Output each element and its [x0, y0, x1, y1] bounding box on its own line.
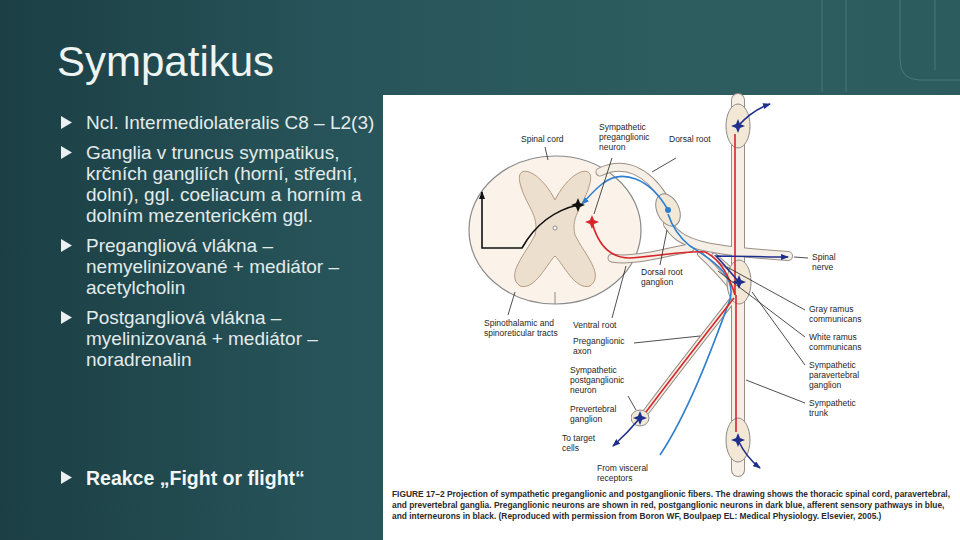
preganglionic-fiber [592, 222, 735, 295]
decor-lines [822, 0, 960, 92]
leader-line [634, 336, 700, 343]
splanchnic-nerve [646, 298, 734, 412]
gray-matter [515, 171, 596, 286]
figure-label: Sympathetic preganglionic neuron [598, 122, 664, 152]
dorsal-root-ganglion [651, 190, 685, 230]
bullet-text: Ganglia v truncus sympatikus, krčních ga… [86, 142, 362, 226]
bullet-item: Ncl. Intermediolateralis C8 – L2(3) [86, 112, 378, 133]
leader-line [718, 271, 805, 337]
interneuron [571, 198, 585, 212]
decor-line [822, 0, 823, 92]
slide-title: Sympatikus [57, 38, 274, 86]
interneuron-fiber [482, 192, 578, 248]
leader-line [612, 266, 626, 318]
bullet-item: Reakce „Fight or flight“ [86, 467, 378, 489]
bullet-marker [61, 239, 72, 252]
dorsal-root [600, 167, 664, 198]
bullet-item: Pregangliová vlákna – nemyelinizované + … [86, 235, 378, 298]
bullet-text: Reakce „Fight or flight“ [86, 467, 305, 489]
leader-line [652, 158, 676, 172]
figure-label: To target cells [561, 433, 607, 453]
afferent-fiber [660, 214, 731, 455]
leader-line [660, 230, 667, 265]
preganglionic-fiber [735, 295, 737, 432]
decor-line [846, 0, 847, 92]
bullet-item: Ganglia v truncus sympatikus, krčních ga… [86, 142, 378, 226]
leader-lines [508, 147, 808, 410]
figure-label: Dorsal root ganglion [640, 267, 698, 287]
postganglionic-fiber [738, 440, 760, 468]
sensory-neuron [665, 207, 671, 213]
figure-panel [383, 95, 960, 540]
prevertebral-ganglion [631, 410, 649, 426]
dorsal-root [600, 167, 664, 198]
postganglionic-neuron [633, 411, 647, 425]
bullet-marker [61, 146, 72, 159]
bullet-text: Postgangliová vlákna – myelinizovaná + m… [86, 307, 318, 370]
bullet-marker [61, 471, 72, 484]
figure-label: Sympathetic postganglionic neuron [569, 365, 635, 395]
figure-label: Spinothalamic and spinoreticular tracts [483, 318, 563, 338]
leader-line [508, 292, 515, 315]
bullet-marker [61, 116, 72, 129]
figure-label: Preganglionic axon [572, 336, 634, 356]
leader-line [746, 380, 805, 403]
ventral-fissure [555, 292, 556, 304]
figure-caption: FIGURE 17–2 Projection of sympathetic pr… [392, 489, 952, 522]
postganglionic-neuron [731, 433, 745, 447]
leader-line [727, 267, 805, 310]
afferent-fiber [582, 176, 668, 210]
bullet-text: Pregangliová vlákna – nemyelinizované + … [86, 235, 339, 298]
decor-line [935, 0, 936, 70]
figure-label: White ramus communicans [808, 332, 884, 352]
leader-line [545, 147, 548, 160]
bullet-marker [61, 239, 72, 252]
leader-line [594, 158, 612, 214]
bullet-marker [61, 311, 72, 324]
bullet-marker [61, 311, 72, 324]
preganglionic-fiber [646, 298, 734, 412]
bullet-text: Ncl. Intermediolateralis C8 – L2(3) [86, 112, 374, 133]
preganglionic-neuron [585, 215, 599, 229]
bullet-marker [61, 471, 72, 484]
postganglionic-fiber [738, 104, 770, 126]
figure-label: Sympathetic paravertebral ganglion [808, 360, 890, 390]
splanchnic-nerve [646, 298, 734, 412]
figure-label: Sympathetic trunk [808, 398, 870, 418]
figure-label: Ventral root [572, 320, 634, 330]
figure-label: Dorsal root [668, 134, 714, 144]
bullet-marker [61, 146, 72, 159]
leader-line [752, 292, 805, 365]
paravertebral-ganglion [726, 104, 750, 148]
fibers [482, 104, 788, 468]
figure-label: Spinal nerve [811, 252, 857, 272]
bullet-item: Postgangliová vlákna – myelinizovaná + m… [86, 307, 378, 370]
central-canal [553, 226, 557, 230]
decor-line [900, 0, 960, 80]
postganglionic-neuron [731, 119, 745, 133]
figure-label: Spinal cord [520, 134, 582, 144]
figure-label: Prevertebral ganglion [569, 404, 631, 424]
bullet-list: Ncl. Intermediolateralis C8 – L2(3) Gangl… [86, 112, 378, 379]
spinal-cord [469, 156, 641, 304]
bullet-marker [61, 116, 72, 129]
figure-label: Gray ramus communicans [808, 304, 884, 324]
leader-line [794, 257, 808, 258]
figure-label: From visceral receptors [596, 463, 660, 483]
